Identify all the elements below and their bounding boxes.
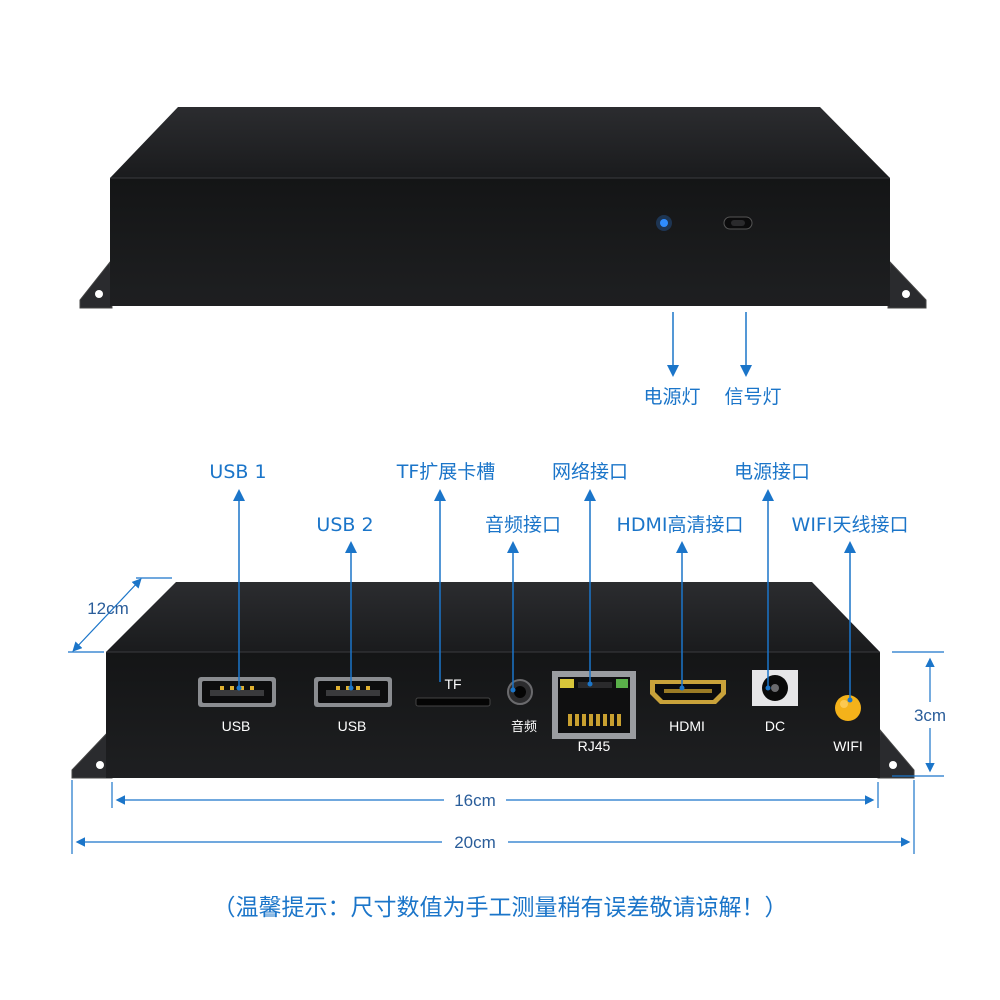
audio-jack: 音频 bbox=[507, 679, 537, 735]
tf-slot-label: TF bbox=[444, 676, 461, 692]
rj45-port-label: RJ45 bbox=[578, 738, 611, 754]
rj45-port: RJ45 bbox=[552, 671, 636, 754]
network-callout-label: 网络接口 bbox=[552, 461, 628, 483]
left-mounting-ear bbox=[79, 260, 113, 309]
audio-port-label: 音频 bbox=[511, 719, 537, 735]
front-device bbox=[79, 107, 927, 309]
signal-light-label: 信号灯 bbox=[724, 386, 781, 408]
usb2-callout-label: USB 2 bbox=[316, 514, 373, 536]
rear-device-top bbox=[106, 582, 880, 652]
measurement-note: （温馨提示：尺寸数值为手工测量稍有误差敬请谅解！） bbox=[213, 895, 788, 921]
tf-callout-label: TF扩展卡槽 bbox=[396, 461, 496, 483]
usb1-port-label: USB bbox=[222, 718, 251, 734]
rear-device-face bbox=[106, 652, 880, 778]
outer-width-dimension-label: 20cm bbox=[454, 833, 496, 852]
power-port-callout-label: 电源接口 bbox=[734, 461, 810, 483]
depth-dimension-label: 12cm bbox=[87, 599, 129, 618]
hdmi-port-label: HDMI bbox=[669, 718, 705, 734]
dc-port: DC bbox=[752, 670, 798, 734]
wifi-callout-label: WIFI天线接口 bbox=[792, 514, 909, 536]
audio-callout-label: 音频接口 bbox=[485, 514, 561, 536]
rear-right-ear-hole bbox=[889, 761, 897, 769]
left-ear-hole bbox=[95, 290, 103, 298]
usb1-callout-label: USB 1 bbox=[209, 461, 266, 483]
depth-dimension bbox=[68, 577, 172, 653]
right-mounting-ear bbox=[887, 260, 927, 309]
rear-left-ear-hole bbox=[96, 761, 104, 769]
front-device-top bbox=[110, 107, 890, 178]
hdmi-callout-label: HDMI高清接口 bbox=[617, 514, 744, 536]
inner-width-dimension-label: 16cm bbox=[454, 791, 496, 810]
rear-callout-lines bbox=[233, 489, 856, 700]
power-indicator-icon bbox=[660, 219, 668, 227]
usb2-port: USB bbox=[314, 677, 392, 734]
right-ear-hole bbox=[902, 290, 910, 298]
rear-right-mounting-ear bbox=[877, 728, 915, 779]
usb1-port: USB bbox=[198, 677, 276, 734]
rear-device: USB USB TF 音频 bbox=[71, 582, 915, 779]
height-dimension-label: 3cm bbox=[914, 706, 946, 725]
wifi-port-label: WIFI bbox=[833, 738, 863, 754]
tf-slot: TF bbox=[415, 676, 491, 707]
dc-port-label: DC bbox=[765, 718, 785, 734]
hdmi-port: HDMI bbox=[650, 680, 726, 734]
front-device-face bbox=[110, 178, 890, 306]
usb2-port-label: USB bbox=[338, 718, 367, 734]
wifi-antenna-port: WIFI bbox=[833, 695, 863, 754]
power-light-label: 电源灯 bbox=[643, 386, 700, 408]
